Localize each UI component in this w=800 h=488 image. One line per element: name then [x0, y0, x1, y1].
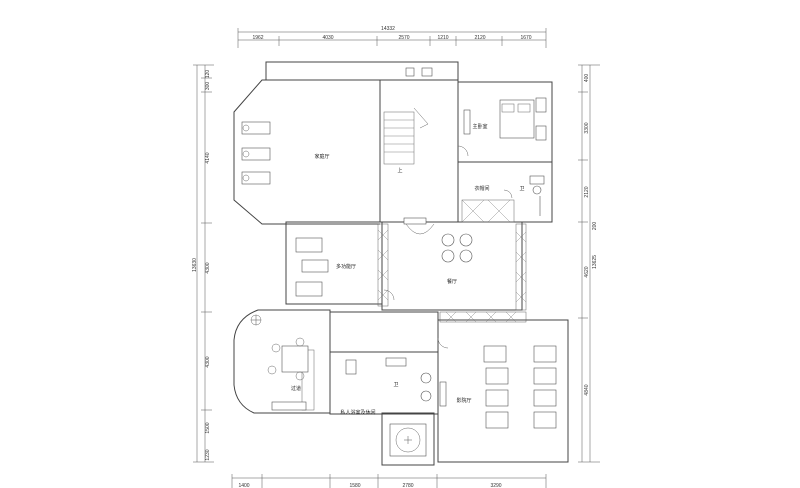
bottom-dimension-group: 1400 1580 2780 3290 — [231, 474, 547, 488]
master-bed — [463, 97, 547, 141]
room-label-dining: 餐厅 — [447, 278, 457, 285]
dining-table — [403, 217, 473, 263]
dim-bottom-seg: 3290 — [490, 483, 501, 488]
room-label-dressing: 衣帽间 — [474, 185, 489, 192]
dim-top-seg: 1670 — [520, 35, 531, 41]
dim-bottom-seg: 2780 — [402, 483, 413, 488]
dim-right-seg: 3300 — [584, 122, 590, 133]
wc-mid-fixtures — [345, 357, 432, 402]
door-swings — [383, 67, 513, 349]
dim-right-seg: 400 — [584, 74, 590, 83]
theater-seats — [439, 345, 557, 429]
room-label-wc-top: 卫 — [519, 186, 524, 192]
dim-right-total: 13625 — [592, 255, 598, 269]
dim-left-total: 13630 — [192, 258, 198, 272]
left-dimension-group: 13630 120 300 4140 4300 4300 1500 1230 — [192, 64, 214, 463]
room-label-stair-up: 上 — [397, 167, 402, 174]
dim-top-seg: 2570 — [398, 35, 409, 41]
dim-right-small: 200 — [592, 222, 598, 231]
room-labels: 家庭厅 主卧室 衣帽间 卫 上 多功能厅 餐厅 过道 卫 私人浴室及休闲 影院厅 — [291, 123, 525, 416]
massage-chairs — [241, 121, 271, 185]
dim-left-seg: 1230 — [205, 449, 211, 460]
staircase — [383, 107, 429, 165]
round-room-furniture — [250, 314, 309, 411]
dim-top-seg: 4030 — [322, 35, 333, 41]
walls — [233, 61, 569, 466]
spa-tub — [389, 423, 427, 457]
dim-top-seg: 1210 — [437, 35, 448, 41]
room-label-spa: 私人浴室及休闲 — [340, 409, 375, 416]
dim-left-small: 300 — [205, 82, 211, 91]
room-label-wc-mid: 卫 — [393, 382, 398, 388]
dim-right-seg: 4620 — [584, 266, 590, 277]
dim-right-seg: 2120 — [584, 186, 590, 197]
multi-sofas — [295, 237, 329, 297]
dim-top-total: 14332 — [381, 26, 395, 32]
dim-top-seg: 1962 — [252, 35, 263, 41]
room-label-theater: 影院厅 — [456, 397, 471, 404]
dim-bottom-seg: 1400 — [238, 483, 249, 488]
wc-top-fixtures — [529, 175, 545, 216]
dim-left-seg: 1500 — [205, 422, 211, 433]
hatched-partitions — [301, 199, 527, 411]
room-label-corridor: 过道 — [291, 385, 301, 392]
room-label-multi: 多功能厅 — [336, 263, 356, 270]
dim-top-seg: 2120 — [474, 35, 485, 41]
dim-left-seg: 4140 — [205, 152, 211, 163]
room-label-living: 家庭厅 — [314, 153, 329, 160]
dim-bottom-seg: 1580 — [349, 483, 360, 488]
dim-left-seg: 4300 — [205, 356, 211, 367]
dim-left-seg: 4300 — [205, 262, 211, 273]
dim-left-small: 120 — [205, 70, 211, 79]
right-dimension-group: 400 3300 2120 200 13625 4620 4840 — [578, 64, 600, 463]
top-dimension-group: 14332 1962 4030 2570 1210 2120 1670 — [237, 26, 547, 48]
room-label-master: 主卧室 — [472, 123, 487, 130]
dim-right-seg: 4840 — [584, 384, 590, 395]
